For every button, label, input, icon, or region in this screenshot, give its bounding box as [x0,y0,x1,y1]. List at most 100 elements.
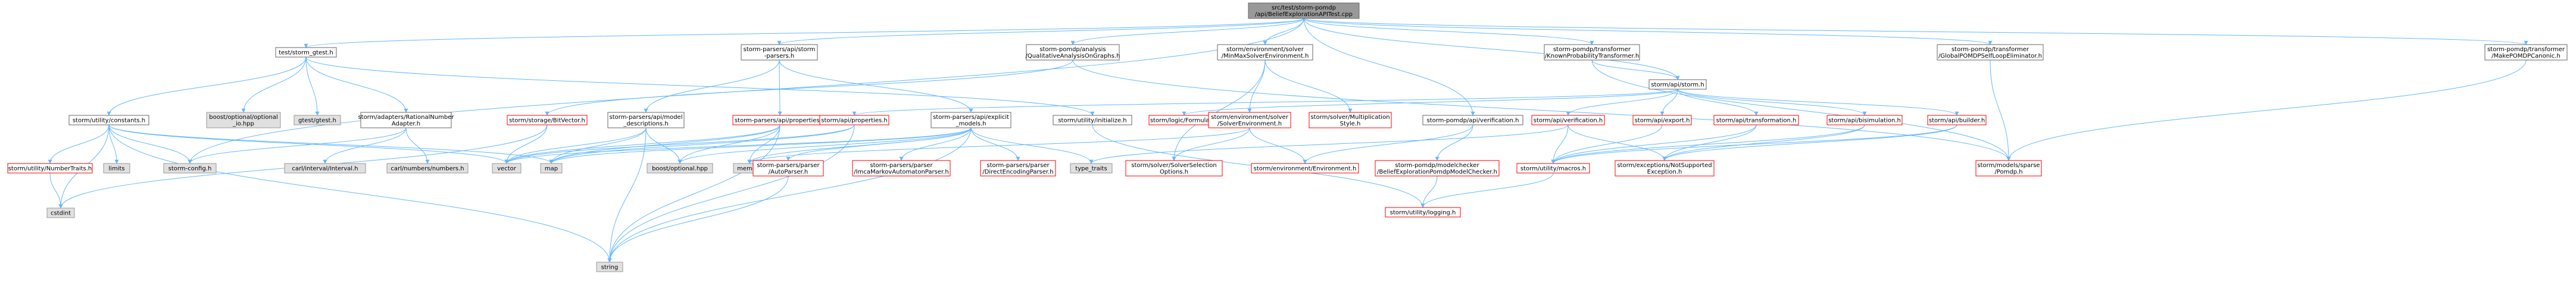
edge-make_canonic-to-sparse_pomdp [2006,59,2527,161]
node-api-builder[interactable]: storm/api/builder.h [1927,115,1987,125]
node-box [1544,44,1640,61]
edge-model_desc-to-boost_optional [645,127,682,164]
node-logic-formulas[interactable]: storm/logic/Formulas.h [1148,115,1220,125]
node-api-bisimulation[interactable]: storm/api/bisimulation.h [1826,115,1903,125]
node-root[interactable]: src/test/storm-pomdp/api/BeliefExplorati… [1248,2,1360,19]
edge-explicit_models-to-map [549,127,972,164]
node-label: storm/storage/BitVector.h [509,118,585,124]
node-box [1375,160,1500,177]
node-env-solver[interactable]: storm/environment/solver/SolverEnvironme… [1208,112,1291,128]
node-minmax[interactable]: storm/environment/solver/MinMaxSolverEnv… [1217,44,1313,61]
edge-api_builder-to-not_supported [1662,124,1957,161]
node-label: storm/api/properties.h [821,118,887,124]
node-label: storm-pomdp/transformer [2487,46,2565,53]
node-label: string [601,265,619,271]
node-environment-h[interactable]: storm/environment/Environment.h [1251,163,1359,174]
node-make-canonic[interactable]: storm-pomdp/transformer/MakePOMDPCanonic… [2484,44,2568,61]
node-box [1385,207,1461,218]
node-label: storm-pomdp/api/verification.h [1427,118,1519,124]
node-label: storm-pomdp/modelchecker [1395,162,1479,169]
node-box [1251,163,1359,174]
node-parsers-api[interactable]: storm-parsers/api/storm-parsers.h [741,44,818,61]
node-carl-numbers: carl/numbers/numbers.h [386,163,469,174]
node-cstdint: cstdint [46,207,75,218]
node-imca-parser[interactable]: storm-parsers/parser/ImcaMarkovAutomaton… [852,160,951,177]
node-label: carl/interval/Interval.h [292,166,358,172]
node-box [607,112,685,128]
node-api-storm[interactable]: storm/api/storm.h [1648,79,1707,90]
edge-api_export-to-macros [1551,124,1663,164]
node-label: storm-parsers/api/storm [744,46,816,53]
node-bitvector[interactable]: storm/storage/BitVector.h [507,115,588,125]
node-label: storm/utility/macros.h [1520,166,1586,172]
node-box [1070,163,1113,174]
edge-test_gtest-to-gtest [305,56,320,116]
node-label: storm/api/export.h [1635,118,1690,124]
node-qualitative[interactable]: storm-pomdp/analysis/QualitativeAnalysis… [1026,44,1120,61]
edge-explicit_models-to-vector [504,127,972,164]
node-number-traits[interactable]: storm/utility/NumberTraits.h [7,163,93,174]
node-utility-constants[interactable]: storm/utility/constants.h [68,115,149,125]
node-box [1937,44,2044,61]
node-box [2484,44,2568,61]
edge-env_solver-to-memory [747,127,1250,164]
node-box [206,112,281,128]
node-label: memory [737,166,762,172]
edge-root-to-global_elim [1303,18,1993,45]
node-type-traits: type_traits [1070,163,1113,174]
dependency-edges [48,18,2528,263]
node-api-properties-parsers[interactable]: storm-parsers/api/properties.h [732,115,828,125]
node-api-verification[interactable]: storm/api/verification.h [1531,115,1605,125]
node-auto-parser[interactable]: storm-parsers/parser/AutoParser.h [752,160,824,177]
node-api-properties[interactable]: storm/api/properties.h [819,115,889,125]
edge-root-to-parsers_api [777,18,1304,45]
edge-api_storm-to-api_builder [1677,89,1959,116]
node-label: storm/models/sparse [1977,162,2040,169]
edge-api_properties_parsers-to-map [549,124,780,164]
node-label: /SolverEnvironment.h [1217,121,1282,127]
node-box [1826,115,1903,125]
node-belief-checker[interactable]: storm-pomdp/modelchecker/BeliefExplorati… [1375,160,1500,177]
node-label: /GlobalPOMDPSelfLoopEliminator.h [1938,53,2042,59]
node-model-desc[interactable]: storm-parsers/api/model_descriptions.h [607,112,685,128]
node-label: storm/api/verification.h [1534,118,1603,124]
node-label: cstdint [51,210,71,217]
node-box [1927,115,1987,125]
node-boost-optional: boost/optional.hpp [647,163,713,174]
node-known-prob[interactable]: storm-pomdp/transformer/KnownProbability… [1544,44,1640,61]
node-box [1713,115,1799,125]
node-test-gtest[interactable]: test/storm_gtest.h [275,47,337,58]
node-pomdp-verification[interactable]: storm-pomdp/api/verification.h [1422,115,1523,125]
edge-api_transformation-to-not_supported [1662,124,1757,161]
node-label: storm/solver/Multiplication [1310,114,1390,121]
node-label: storm/utility/logging.h [1390,210,1456,216]
node-utility-initialize[interactable]: storm/utility/initialize.h [1053,115,1132,125]
node-box [540,163,563,174]
edge-api_properties_parsers-to-string [607,124,780,263]
node-sparse-pomdp[interactable]: storm/models/sparse/Pomdp.h [1975,160,2042,177]
node-string: string [596,262,623,272]
edge-root-to-test_gtest [304,18,1304,48]
node-direct-encoding[interactable]: storm-parsers/parser/DirectEncodingParse… [980,160,1056,177]
node-gtest: gtest/gtest.h [293,115,341,125]
node-api-transformation[interactable]: storm/api/transformation.h [1713,115,1799,125]
node-label: storm/environment/Environment.h [1254,166,1357,172]
node-macros[interactable]: storm/utility/macros.h [1516,163,1590,174]
node-label: gtest/gtest.h [298,118,336,124]
node-label: storm-pomdp/transformer [1951,46,2029,53]
node-explicit-models[interactable]: storm-parsers/api/explicit_models.h [931,112,1011,128]
node-global-elim[interactable]: storm-pomdp/transformer/GlobalPOMDPSelfL… [1937,44,2044,61]
node-api-export[interactable]: storm/api/export.h [1632,115,1692,125]
node-box [931,112,1011,128]
edge-api_builder-to-macros [1551,124,1957,164]
edge-explicit_models-to-imca_parser [899,127,972,161]
node-logging[interactable]: storm/utility/logging.h [1385,207,1461,218]
edge-explicit_models-to-boost_optional [677,127,972,164]
node-label: boost/optional/optional [209,114,278,121]
edge-number_traits-to-cstdint [49,172,63,209]
node-label: storm-pomdp/transformer [1553,46,1631,53]
